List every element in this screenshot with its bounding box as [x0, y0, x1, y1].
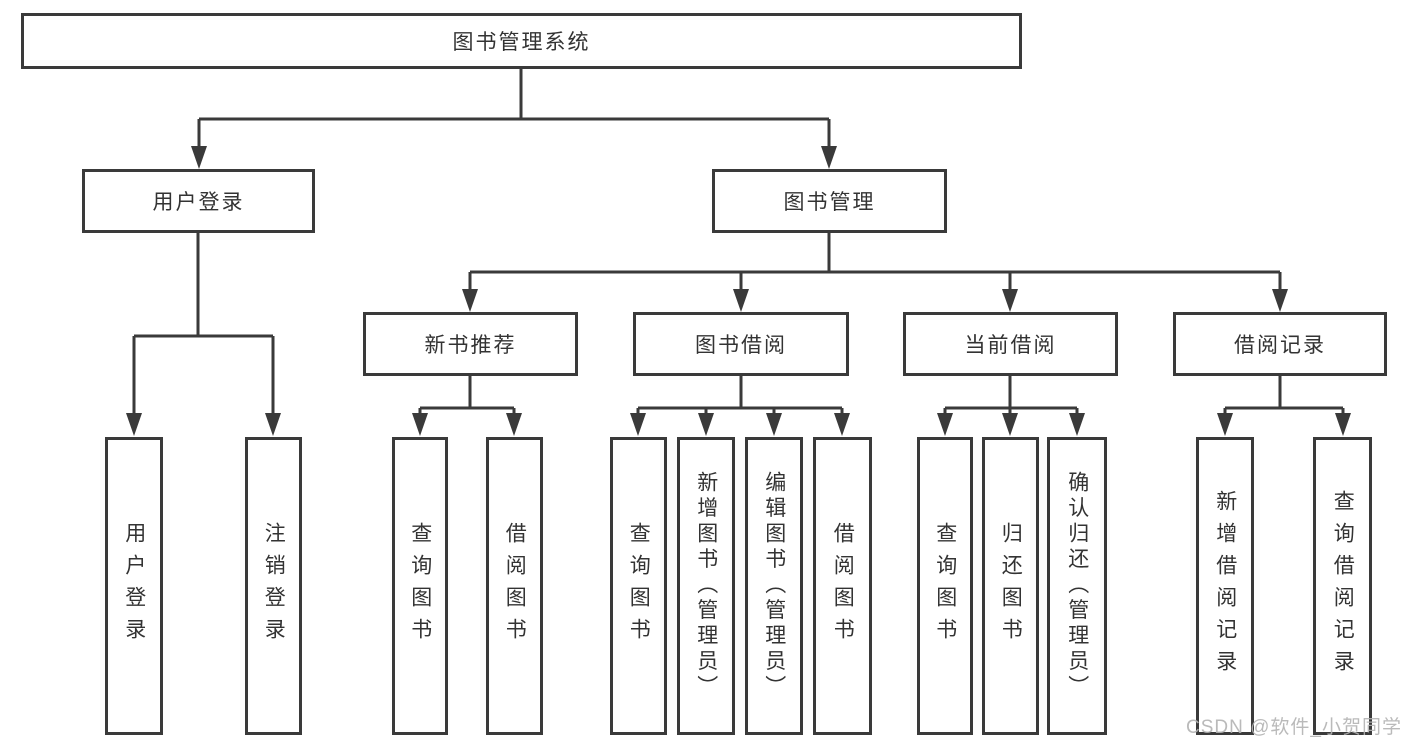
- node-label: 新增图书（管理员）: [694, 471, 718, 701]
- node-library-system: 图书管理系统: [21, 13, 1022, 69]
- node-label: 查询图书: [627, 522, 651, 650]
- csdn-watermark: CSDN @软件_小贺同学: [1186, 717, 1402, 738]
- node-label: 编辑图书（管理员）: [762, 471, 786, 701]
- node-label: 借阅图书: [831, 522, 855, 650]
- leaf-records-add-record: 新增借阅记录: [1196, 437, 1254, 735]
- node-label: 图书借阅: [695, 334, 787, 357]
- leaf-borrowing-add-books-admin: 新增图书（管理员）: [677, 437, 735, 735]
- node-label: 用户登录: [152, 191, 245, 214]
- node-user-login: 用户登录: [82, 169, 315, 233]
- node-label: 查询借阅记录: [1331, 490, 1355, 682]
- node-label: 查询图书: [408, 522, 432, 650]
- node-book-management: 图书管理: [712, 169, 947, 233]
- node-label: 用户登录: [122, 522, 146, 650]
- node-label: 图书管理: [783, 191, 876, 214]
- leaf-borrowing-borrow-books: 借阅图书: [813, 437, 872, 735]
- node-label: 当前借阅: [964, 334, 1057, 357]
- node-current-borrowing: 当前借阅: [903, 312, 1118, 376]
- node-label: 新书推荐: [424, 334, 517, 357]
- leaf-current-confirm-return-admin: 确认归还（管理员）: [1047, 437, 1107, 735]
- node-label: 借阅图书: [503, 522, 527, 650]
- node-label: 新增借阅记录: [1213, 490, 1237, 682]
- leaf-records-query-record: 查询借阅记录: [1313, 437, 1372, 735]
- node-label: 图书管理系统: [452, 31, 591, 54]
- node-label: 确认归还（管理员）: [1065, 471, 1089, 701]
- node-label: 归还图书: [999, 522, 1023, 650]
- leaf-recommend-borrow-books: 借阅图书: [486, 437, 543, 735]
- leaf-user-login: 用户登录: [105, 437, 163, 735]
- node-book-borrowing: 图书借阅: [633, 312, 849, 376]
- node-new-book-recommend: 新书推荐: [363, 312, 578, 376]
- node-label: 查询图书: [933, 522, 957, 650]
- leaf-borrowing-query-books: 查询图书: [610, 437, 667, 735]
- leaf-recommend-query-books: 查询图书: [392, 437, 448, 735]
- node-label: 注销登录: [262, 522, 286, 650]
- leaf-logout: 注销登录: [245, 437, 302, 735]
- node-borrowing-records: 借阅记录: [1173, 312, 1387, 376]
- node-label: 借阅记录: [1234, 334, 1326, 357]
- leaf-current-return-books: 归还图书: [982, 437, 1039, 735]
- leaf-current-query-books: 查询图书: [917, 437, 973, 735]
- leaf-borrowing-edit-books-admin: 编辑图书（管理员）: [745, 437, 803, 735]
